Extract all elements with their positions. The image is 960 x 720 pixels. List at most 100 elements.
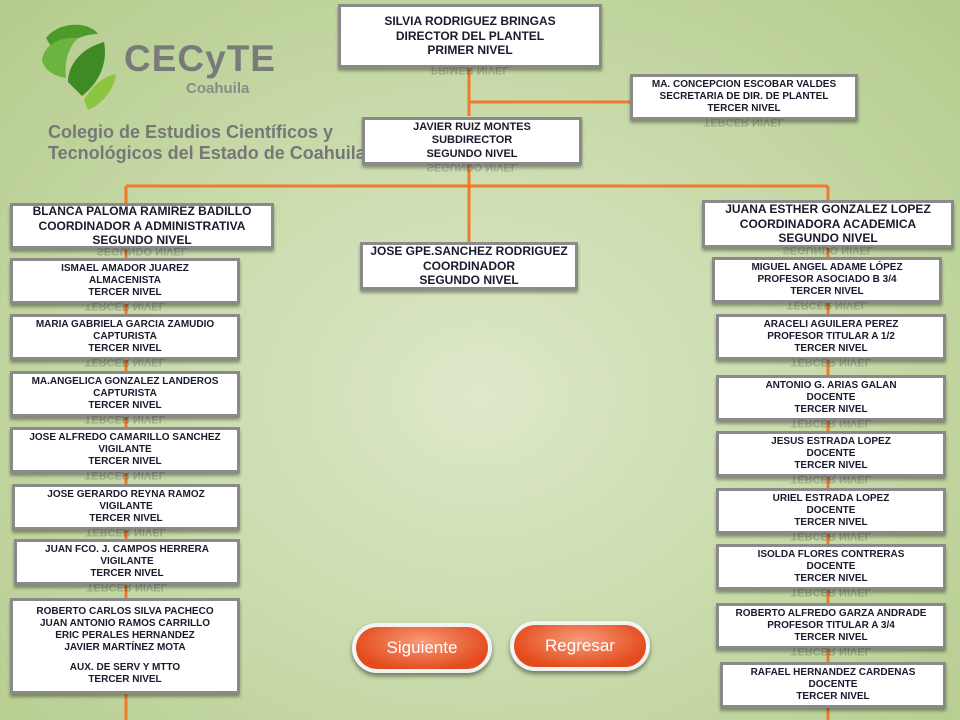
node-reflection: TERCER NIVEL	[786, 302, 868, 310]
node-role: DOCENTE	[808, 679, 858, 690]
node-reflection: TERCER NIVEL	[85, 529, 167, 537]
node-name: URIEL ESTRADA LOPEZ	[772, 493, 890, 504]
next-button[interactable]: Siguiente	[352, 623, 492, 673]
node-name: SILVIA RODRIGUEZ BRINGAS	[384, 14, 556, 29]
node-name: JUAN FCO. J. CAMPOS HERRERA	[45, 544, 209, 555]
node-role: VIGILANTE	[99, 501, 153, 512]
node-level: TERCER NIVEL	[794, 517, 868, 528]
node-role: COORDINADORA ACADEMICA	[739, 216, 917, 231]
node-role: VIGILANTE	[100, 556, 154, 567]
node-acad-staff: ROBERTO ALFREDO GARZA ANDRADE PROFESOR T…	[716, 603, 946, 656]
node-level: TERCER NIVEL	[794, 460, 868, 471]
node-admin-staff: JOSE ALFREDO CAMARILLO SANCHEZ VIGILANTE…	[10, 427, 240, 480]
node-role: AUX. DE SERV Y MTTO	[69, 662, 181, 673]
leaf-emblem-icon	[42, 24, 116, 110]
node-level: SEGUNDO NIVEL	[778, 231, 878, 246]
node-name: JOSE GERARDO REYNA RAMOZ	[47, 489, 205, 500]
logo-institution-name: Colegio de Estudios Científicos y Tecnol…	[48, 122, 366, 163]
node-admin-staff: JUAN FCO. J. CAMPOS HERRERA VIGILANTE TE…	[14, 539, 240, 592]
node-acad-staff: ANTONIO G. ARIAS GALAN DOCENTE TERCER NI…	[716, 375, 946, 428]
node-name: JUAN ANTONIO RAMOS CARRILLO	[40, 618, 210, 629]
node-admin-staff: ISMAEL AMADOR JUAREZ ALMACENISTA TERCER …	[10, 258, 240, 311]
node-role: DOCENTE	[806, 561, 856, 572]
node-role: VIGILANTE	[98, 444, 152, 455]
node-coord-center: JOSE GPE.SANCHEZ RODRIGUEZ COORDINADOR S…	[360, 242, 578, 290]
node-level: PRIMER NIVEL	[427, 43, 513, 58]
node-role: SUBDIRECTOR	[431, 134, 513, 147]
node-name: ISMAEL AMADOR JUAREZ	[61, 263, 189, 274]
node-reflection: TERCER NIVEL	[790, 589, 872, 597]
node-level: TERCER NIVEL	[796, 691, 870, 702]
node-level: TERCER NIVEL	[794, 573, 868, 584]
node-reflection: TERCER NIVEL	[84, 303, 166, 311]
node-level: TERCER NIVEL	[88, 400, 162, 411]
node-reflection: SEGUNDO NIVEL	[782, 247, 874, 255]
node-role: DIRECTOR DEL PLANTEL	[395, 28, 545, 43]
node-reflection: SEGUNDO NIVEL	[96, 248, 188, 256]
node-role: DOCENTE	[806, 392, 856, 403]
node-secretary: MA. CONCEPCION ESCOBAR VALDES SECRETARIA…	[630, 74, 858, 127]
node-reflection: TERCER NIVEL	[86, 584, 168, 592]
node-level: TERCER NIVEL	[88, 343, 162, 354]
node-role: CAPTURISTA	[93, 388, 157, 399]
node-reflection: TERCER NIVEL	[790, 476, 872, 484]
node-level: TERCER NIVEL	[790, 286, 864, 297]
node-level: TERCER NIVEL	[90, 568, 164, 579]
node-role: COORDINADOR A ADMINISTRATIVA	[38, 218, 246, 233]
node-coord-acad: JUANA ESTHER GONZALEZ LOPEZ COORDINADORA…	[702, 200, 954, 255]
node-reflection: TERCER NIVEL	[84, 472, 166, 480]
node-reflection: TERCER NIVEL	[790, 359, 872, 367]
node-name: ISOLDA FLORES CONTRERAS	[757, 549, 905, 560]
node-role: CAPTURISTA	[93, 331, 157, 342]
node-subdirector: JAVIER RUIZ MONTES SUBDIRECTOR SEGUNDO N…	[362, 117, 582, 172]
node-reflection: SEGUNDO NIVEL	[426, 164, 518, 172]
node-acad-staff: RAFAEL HERNANDEZ CARDENAS DOCENTE TERCER…	[720, 662, 946, 708]
node-level: TERCER NIVEL	[794, 404, 868, 415]
node-name: ANTONIO G. ARIAS GALAN	[765, 380, 897, 391]
node-name: JESUS ESTRADA LOPEZ	[771, 436, 891, 447]
node-level: TERCER NIVEL	[88, 287, 162, 298]
node-admin-staff: JOSE GERARDO REYNA RAMOZ VIGILANTE TERCE…	[12, 484, 240, 537]
node-reflection: TERCER NIVEL	[84, 359, 166, 367]
logo-state: Coahuila	[186, 80, 250, 97]
node-level: TERCER NIVEL	[89, 513, 163, 524]
node-name: MIGUEL ANGEL ADAME LÓPEZ	[751, 262, 903, 273]
node-maintenance: ROBERTO CARLOS SILVA PACHECO JUAN ANTONI…	[10, 598, 240, 694]
node-name: JOSE ALFREDO CAMARILLO SANCHEZ	[29, 432, 221, 443]
logo-title: CECyTE	[124, 38, 276, 79]
node-role: PROFESOR ASOCIADO B 3/4	[757, 274, 897, 285]
node-reflection: TERCER NIVEL	[790, 533, 872, 541]
node-role: COORDINADOR	[423, 258, 515, 273]
node-name: ARACELI AGUILERA PEREZ	[763, 319, 899, 330]
node-level: TERCER NIVEL	[707, 103, 781, 114]
node-reflection: TERCER NIVEL	[703, 119, 785, 127]
cecyte-logo: CECyTE Coahuila Colegio de Estudios Cien…	[38, 20, 366, 170]
node-director: SILVIA RODRIGUEZ BRINGAS DIRECTOR DEL PL…	[338, 4, 602, 75]
node-reflection: TERCER NIVEL	[790, 648, 872, 656]
node-role: PROFESOR TITULAR A 3/4	[767, 620, 895, 631]
back-button[interactable]: Regresar	[510, 621, 650, 671]
node-reflection: TERCER NIVEL	[790, 420, 872, 428]
node-coord-admin: BLANCA PALOMA RAMIREZ BADILLO COORDINADO…	[10, 203, 274, 256]
node-level: SEGUNDO NIVEL	[92, 233, 192, 248]
node-role: PROFESOR TITULAR A 1/2	[767, 331, 895, 342]
node-level: TERCER NIVEL	[794, 343, 868, 354]
node-name: MARIA GABRIELA GARCIA ZAMUDIO	[35, 319, 215, 330]
node-admin-staff: MA.ANGELICA GONZALEZ LANDEROS CAPTURISTA…	[10, 371, 240, 424]
node-acad-staff: JESUS ESTRADA LOPEZ DOCENTE TERCER NIVEL…	[716, 431, 946, 484]
node-name: JOSE GPE.SANCHEZ RODRIGUEZ	[370, 244, 568, 259]
node-name: ROBERTO ALFREDO GARZA ANDRADE	[735, 608, 927, 619]
node-name: MA.ANGELICA GONZALEZ LANDEROS	[31, 376, 219, 387]
node-acad-staff: URIEL ESTRADA LOPEZ DOCENTE TERCER NIVEL…	[716, 488, 946, 541]
node-role: DOCENTE	[806, 505, 856, 516]
node-acad-staff: ISOLDA FLORES CONTRERAS DOCENTE TERCER N…	[716, 544, 946, 597]
node-role: DOCENTE	[806, 448, 856, 459]
node-admin-staff: MARIA GABRIELA GARCIA ZAMUDIO CAPTURISTA…	[10, 314, 240, 367]
node-role: SECRETARIA DE DIR. DE PLANTEL	[659, 91, 829, 102]
node-name: JAVIER RUIZ MONTES	[413, 121, 531, 134]
node-level: TERCER NIVEL	[88, 674, 162, 685]
node-name: ROBERTO CARLOS SILVA PACHECO	[36, 606, 214, 617]
node-acad-staff: ARACELI AGUILERA PEREZ PROFESOR TITULAR …	[716, 314, 946, 367]
node-name: ERIC PERALES HERNANDEZ	[55, 630, 195, 641]
node-reflection: PRIMER NIVEL	[430, 67, 510, 75]
